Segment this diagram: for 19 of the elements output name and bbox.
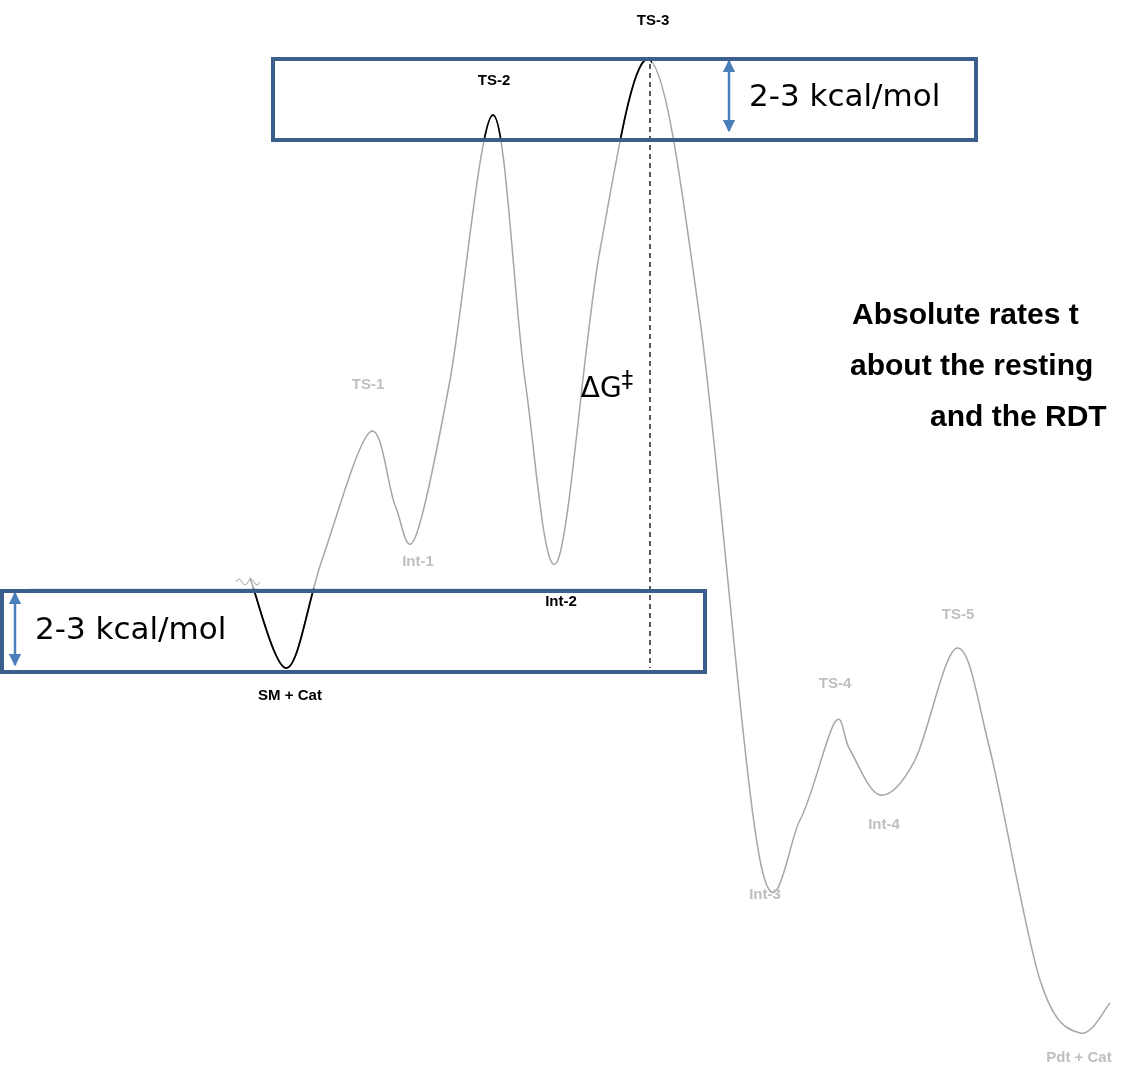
state-label: Int-2 — [545, 592, 577, 609]
state-label: Pdt + Cat — [1046, 1048, 1112, 1065]
energy-range-text: 2-3 kcal/mol — [35, 610, 227, 646]
state-label: Int-1 — [402, 552, 434, 569]
state-label: TS-3 — [636, 11, 670, 28]
state-label: TS-2 — [477, 71, 511, 88]
energy-window-box — [271, 57, 978, 142]
state-label: Int-4 — [868, 815, 900, 832]
state-label: TS-4 — [818, 674, 852, 691]
barrier-label: ΔG$^{‡}$ — [580, 365, 634, 405]
energy-range-text: 2-3 kcal/mol — [749, 77, 941, 113]
state-label: Int-3 — [749, 885, 781, 902]
note-text: Absolute rates t — [852, 297, 1079, 331]
state-label: TS-5 — [941, 605, 975, 622]
note-text: and the RDT — [930, 399, 1107, 433]
energy-window-box — [0, 589, 707, 674]
state-label: TS-1 — [351, 375, 385, 392]
state-label: SM + Cat — [258, 686, 322, 703]
note-text: about the resting — [850, 348, 1094, 382]
